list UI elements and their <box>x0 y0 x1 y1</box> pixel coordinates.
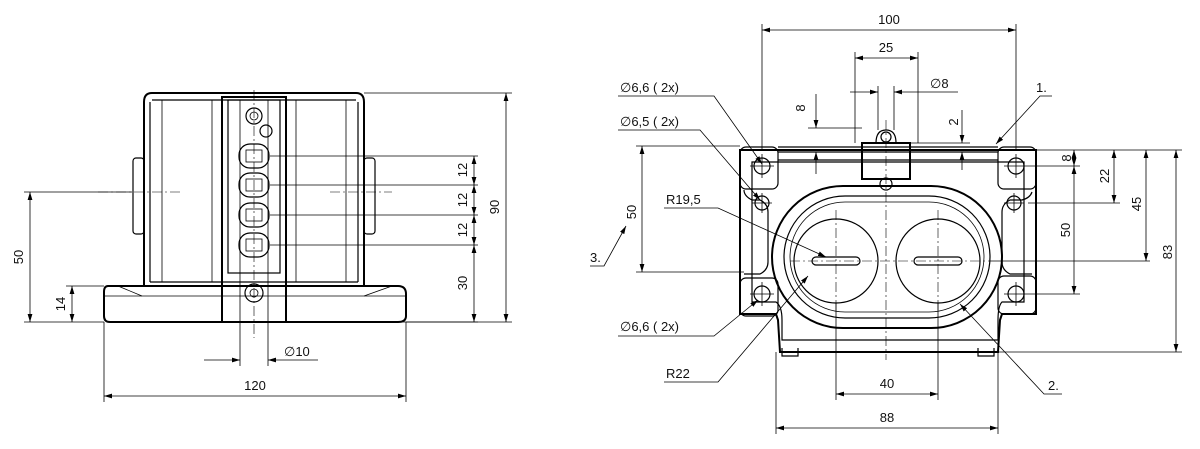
dim-height-50-side: 50 <box>11 250 26 264</box>
callout-item-2: 2. <box>1048 378 1059 393</box>
callout-item-3: 3. <box>590 250 601 265</box>
dim-22: 22 <box>1097 169 1112 183</box>
dim-height-30: 30 <box>455 276 470 290</box>
dim-83: 83 <box>1160 245 1175 259</box>
side-right-boss <box>363 157 376 235</box>
callout-hole-66-top: ∅6,6 ( 2x) <box>620 80 679 95</box>
front-pad-top-left <box>739 146 779 190</box>
side-main-body <box>143 92 365 287</box>
dim-45: 45 <box>1129 197 1144 211</box>
dim-8-right: 8 <box>1059 154 1074 161</box>
dim-height-90: 90 <box>487 200 502 214</box>
dim-8-top: 8 <box>793 104 808 111</box>
dim-88: 88 <box>880 410 894 425</box>
callout-item-1: 1. <box>1036 80 1047 95</box>
dim-pitch-1: 12 <box>455 163 470 177</box>
front-pad-bottom-left <box>739 277 779 317</box>
dim-50-left: 50 <box>624 205 639 219</box>
dim-r22: R22 <box>666 366 690 381</box>
front-pad-bottom-right <box>997 275 1037 315</box>
dim-50-right: 50 <box>1058 223 1073 237</box>
front-pad-top-right <box>997 146 1037 190</box>
dim-pitch-3: 12 <box>455 223 470 237</box>
dim-width-120: 120 <box>244 378 266 393</box>
dim-height-14: 14 <box>53 297 68 311</box>
dim-pin-diameter: ∅10 <box>284 344 310 359</box>
side-base-flange <box>103 285 407 323</box>
front-view: 100 25 ∅8 8 2 8 50 22 <box>590 12 1182 434</box>
dim-40: 40 <box>880 376 894 391</box>
dim-r19-5: R19,5 <box>666 192 701 207</box>
dim-diameter-8: ∅8 <box>930 76 949 91</box>
callout-hole-65: ∅6,5 ( 2x) <box>620 114 679 129</box>
side-view: 12 12 12 30 90 50 14 ∅10 120 <box>11 90 512 402</box>
callout-hole-66-bottom: ∅6,6 ( 2x) <box>620 319 679 334</box>
dim-width-100: 100 <box>878 12 900 27</box>
side-left-boss <box>132 157 145 235</box>
front-mounting-holes <box>750 154 1028 306</box>
dim-2: 2 <box>946 118 961 125</box>
dim-pitch-2: 12 <box>455 193 470 207</box>
dim-width-25: 25 <box>879 40 893 55</box>
front-window-outer <box>771 185 1003 329</box>
